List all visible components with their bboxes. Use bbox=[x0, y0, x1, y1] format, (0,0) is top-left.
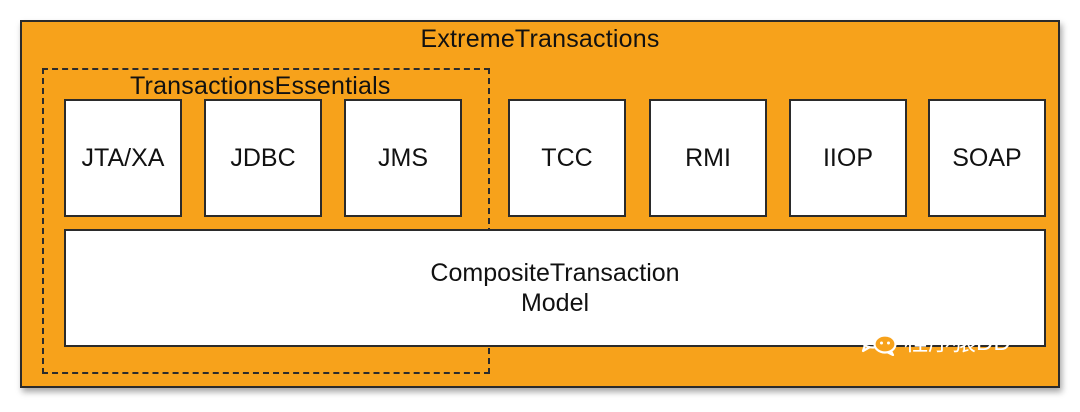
box-rmi: RMI bbox=[649, 99, 767, 217]
box-jdbc: JDBC bbox=[204, 99, 322, 217]
box-soap: SOAP bbox=[928, 99, 1046, 217]
extreme-transactions-container: ExtremeTransactions TransactionsEssentia… bbox=[20, 20, 1060, 388]
extreme-transactions-title: ExtremeTransactions bbox=[420, 25, 660, 53]
watermark-text: 程序猿DD bbox=[904, 329, 1011, 356]
box-label: TCC bbox=[541, 143, 593, 172]
wechat-icon bbox=[858, 324, 897, 356]
box-label: IIOP bbox=[822, 143, 873, 172]
base-label-line2: Model bbox=[520, 289, 590, 317]
base-label-line1: CompositeTransaction bbox=[430, 259, 680, 287]
composite-transaction-model-box: CompositeTransaction Model bbox=[64, 229, 1046, 347]
box-label: JTA/XA bbox=[81, 143, 165, 172]
box-label: SOAP bbox=[952, 143, 1022, 172]
transactions-essentials-title: TransactionsEssentials bbox=[130, 72, 391, 100]
box-label: JMS bbox=[378, 143, 428, 172]
box-label: RMI bbox=[685, 143, 731, 172]
box-jta-xa: JTA/XA bbox=[64, 99, 182, 217]
watermark: 程序猿DD bbox=[858, 322, 1011, 357]
box-tcc: TCC bbox=[508, 99, 626, 217]
box-iiop: IIOP bbox=[789, 99, 907, 217]
transactions-essentials-group bbox=[42, 68, 490, 374]
box-label: JDBC bbox=[230, 143, 296, 172]
box-jms: JMS bbox=[344, 99, 462, 217]
